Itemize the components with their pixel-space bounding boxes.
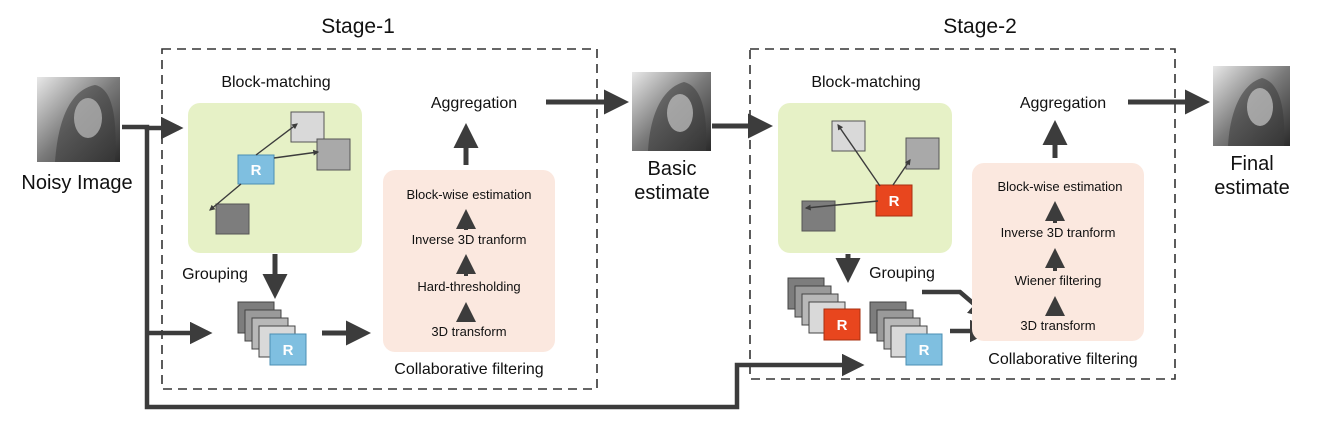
stage2-grouping-label: Grouping	[869, 265, 935, 282]
stage1-title: Stage-1	[321, 15, 395, 38]
basic-estimate-label-line1: Basic	[648, 158, 697, 180]
stage1-box	[161, 48, 598, 390]
stage1-step-3: Inverse 3D tranform	[412, 232, 527, 247]
stage1-step-4: Block-wise estimation	[407, 187, 532, 202]
final-estimate-label-line1: Final	[1230, 153, 1273, 175]
stage2-aggregation-label: Aggregation	[1020, 95, 1106, 112]
stage2-ref-block-label: R	[889, 193, 900, 210]
noisy-to-block-matching-arrow	[122, 116, 184, 140]
stage1-block-matching-blocks: R	[209, 111, 351, 235]
stage1-collab-filtering-label: Collaborative filtering	[394, 361, 543, 378]
stage1-group-stack: R	[237, 301, 307, 366]
stage2-step-3: Inverse 3D tranform	[1001, 225, 1116, 240]
stage1-step-1: 3D transform	[431, 324, 506, 339]
stage1-block-matching-label: Block-matching	[221, 74, 330, 91]
stage1-grouping-label: Grouping	[182, 266, 248, 283]
basic-estimate-label-line2: estimate	[634, 182, 710, 204]
stage2-step-1: 3D transform	[1020, 318, 1095, 333]
stage2-stack-blue-ref-label: R	[919, 342, 930, 359]
stage2-block-matching-blocks: R	[801, 120, 940, 232]
stage2-stack-red-ref-label: R	[837, 317, 848, 334]
stage2-block-matching-label: Block-matching	[811, 74, 920, 91]
stage1-step-2: Hard-thresholding	[417, 279, 520, 294]
stage1-stack-ref-label: R	[283, 342, 294, 359]
stage2-step-2: Wiener filtering	[1015, 273, 1102, 288]
stage1-block-matching-panel	[188, 103, 362, 253]
final-estimate-label-line2: estimate	[1214, 177, 1290, 199]
stage1-aggregation-label: Aggregation	[431, 95, 517, 112]
stage2-title: Stage-2	[943, 15, 1017, 38]
noisy-to-stage2-stack-arrow	[144, 333, 865, 410]
stage2-box	[749, 48, 1176, 380]
noisy-image-thumbnail	[37, 77, 120, 162]
basic-estimate-thumbnail	[632, 72, 711, 151]
stage2-group-stack-red: R	[787, 277, 861, 341]
stage2-group-stack-blue: R	[869, 301, 943, 366]
stage2-step-4: Block-wise estimation	[998, 179, 1123, 194]
noisy-image-label: Noisy Image	[21, 172, 132, 194]
final-estimate-thumbnail	[1213, 66, 1290, 146]
stage2-collab-filtering-label: Collaborative filtering	[988, 351, 1137, 368]
stage1-ref-block-label: R	[251, 162, 262, 179]
